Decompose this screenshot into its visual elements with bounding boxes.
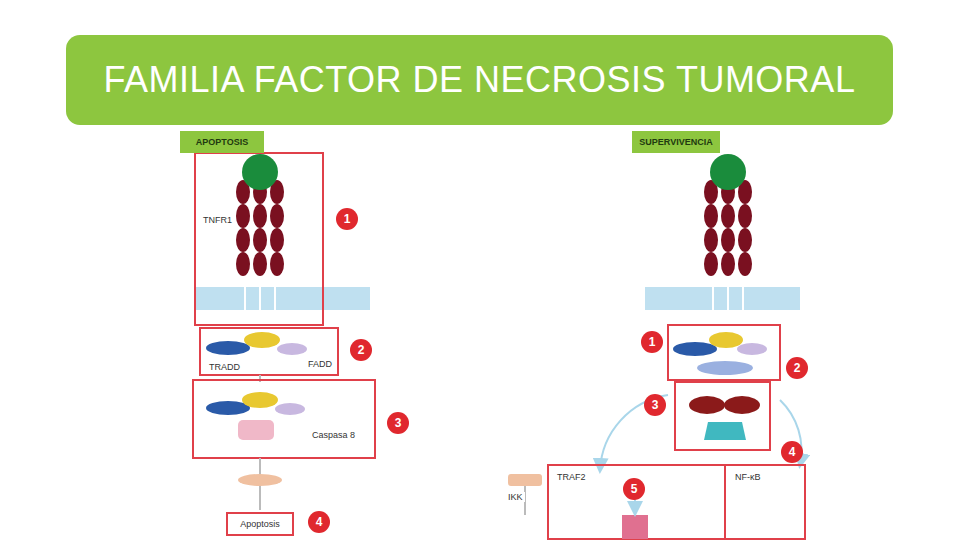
- callout-number: 3: [387, 412, 409, 434]
- callout-number: 5: [623, 478, 645, 500]
- molecule-label: TRAF2: [555, 472, 588, 482]
- callout-number: 2: [350, 339, 372, 361]
- callout-number: 1: [641, 331, 663, 353]
- left-receptor: [195, 153, 370, 325]
- pathway-tag: APOPTOSIS: [180, 131, 264, 153]
- node-label: Apoptosis: [240, 519, 280, 529]
- callout-number: 4: [308, 511, 330, 533]
- molecule-label: FADD: [306, 359, 334, 369]
- molecule-label: TRADD: [207, 362, 242, 372]
- molecule-label: NF-κB: [733, 472, 763, 482]
- molecule-label: TNFR1: [201, 215, 234, 225]
- membrane: [195, 287, 370, 310]
- molecule-label: Caspasa 8: [310, 430, 357, 440]
- callout-number: 1: [336, 208, 358, 230]
- node-label: SUPERVIVENCIA: [639, 137, 712, 147]
- membrane: [645, 287, 800, 310]
- right-receptor: [645, 154, 800, 325]
- pathway-tag: SUPERVIVENCIA: [632, 131, 720, 153]
- title: FAMILIA FACTOR DE NECROSIS TUMORAL: [104, 59, 856, 101]
- callout-number: 2: [786, 357, 808, 379]
- outcome-box: Apoptosis: [226, 512, 294, 536]
- title-band: FAMILIA FACTOR DE NECROSIS TUMORAL: [66, 35, 893, 125]
- callout-number: 4: [781, 441, 803, 463]
- node-label: APOPTOSIS: [196, 137, 248, 147]
- molecule-label: IKK: [506, 492, 525, 502]
- callout-number: 3: [644, 394, 666, 416]
